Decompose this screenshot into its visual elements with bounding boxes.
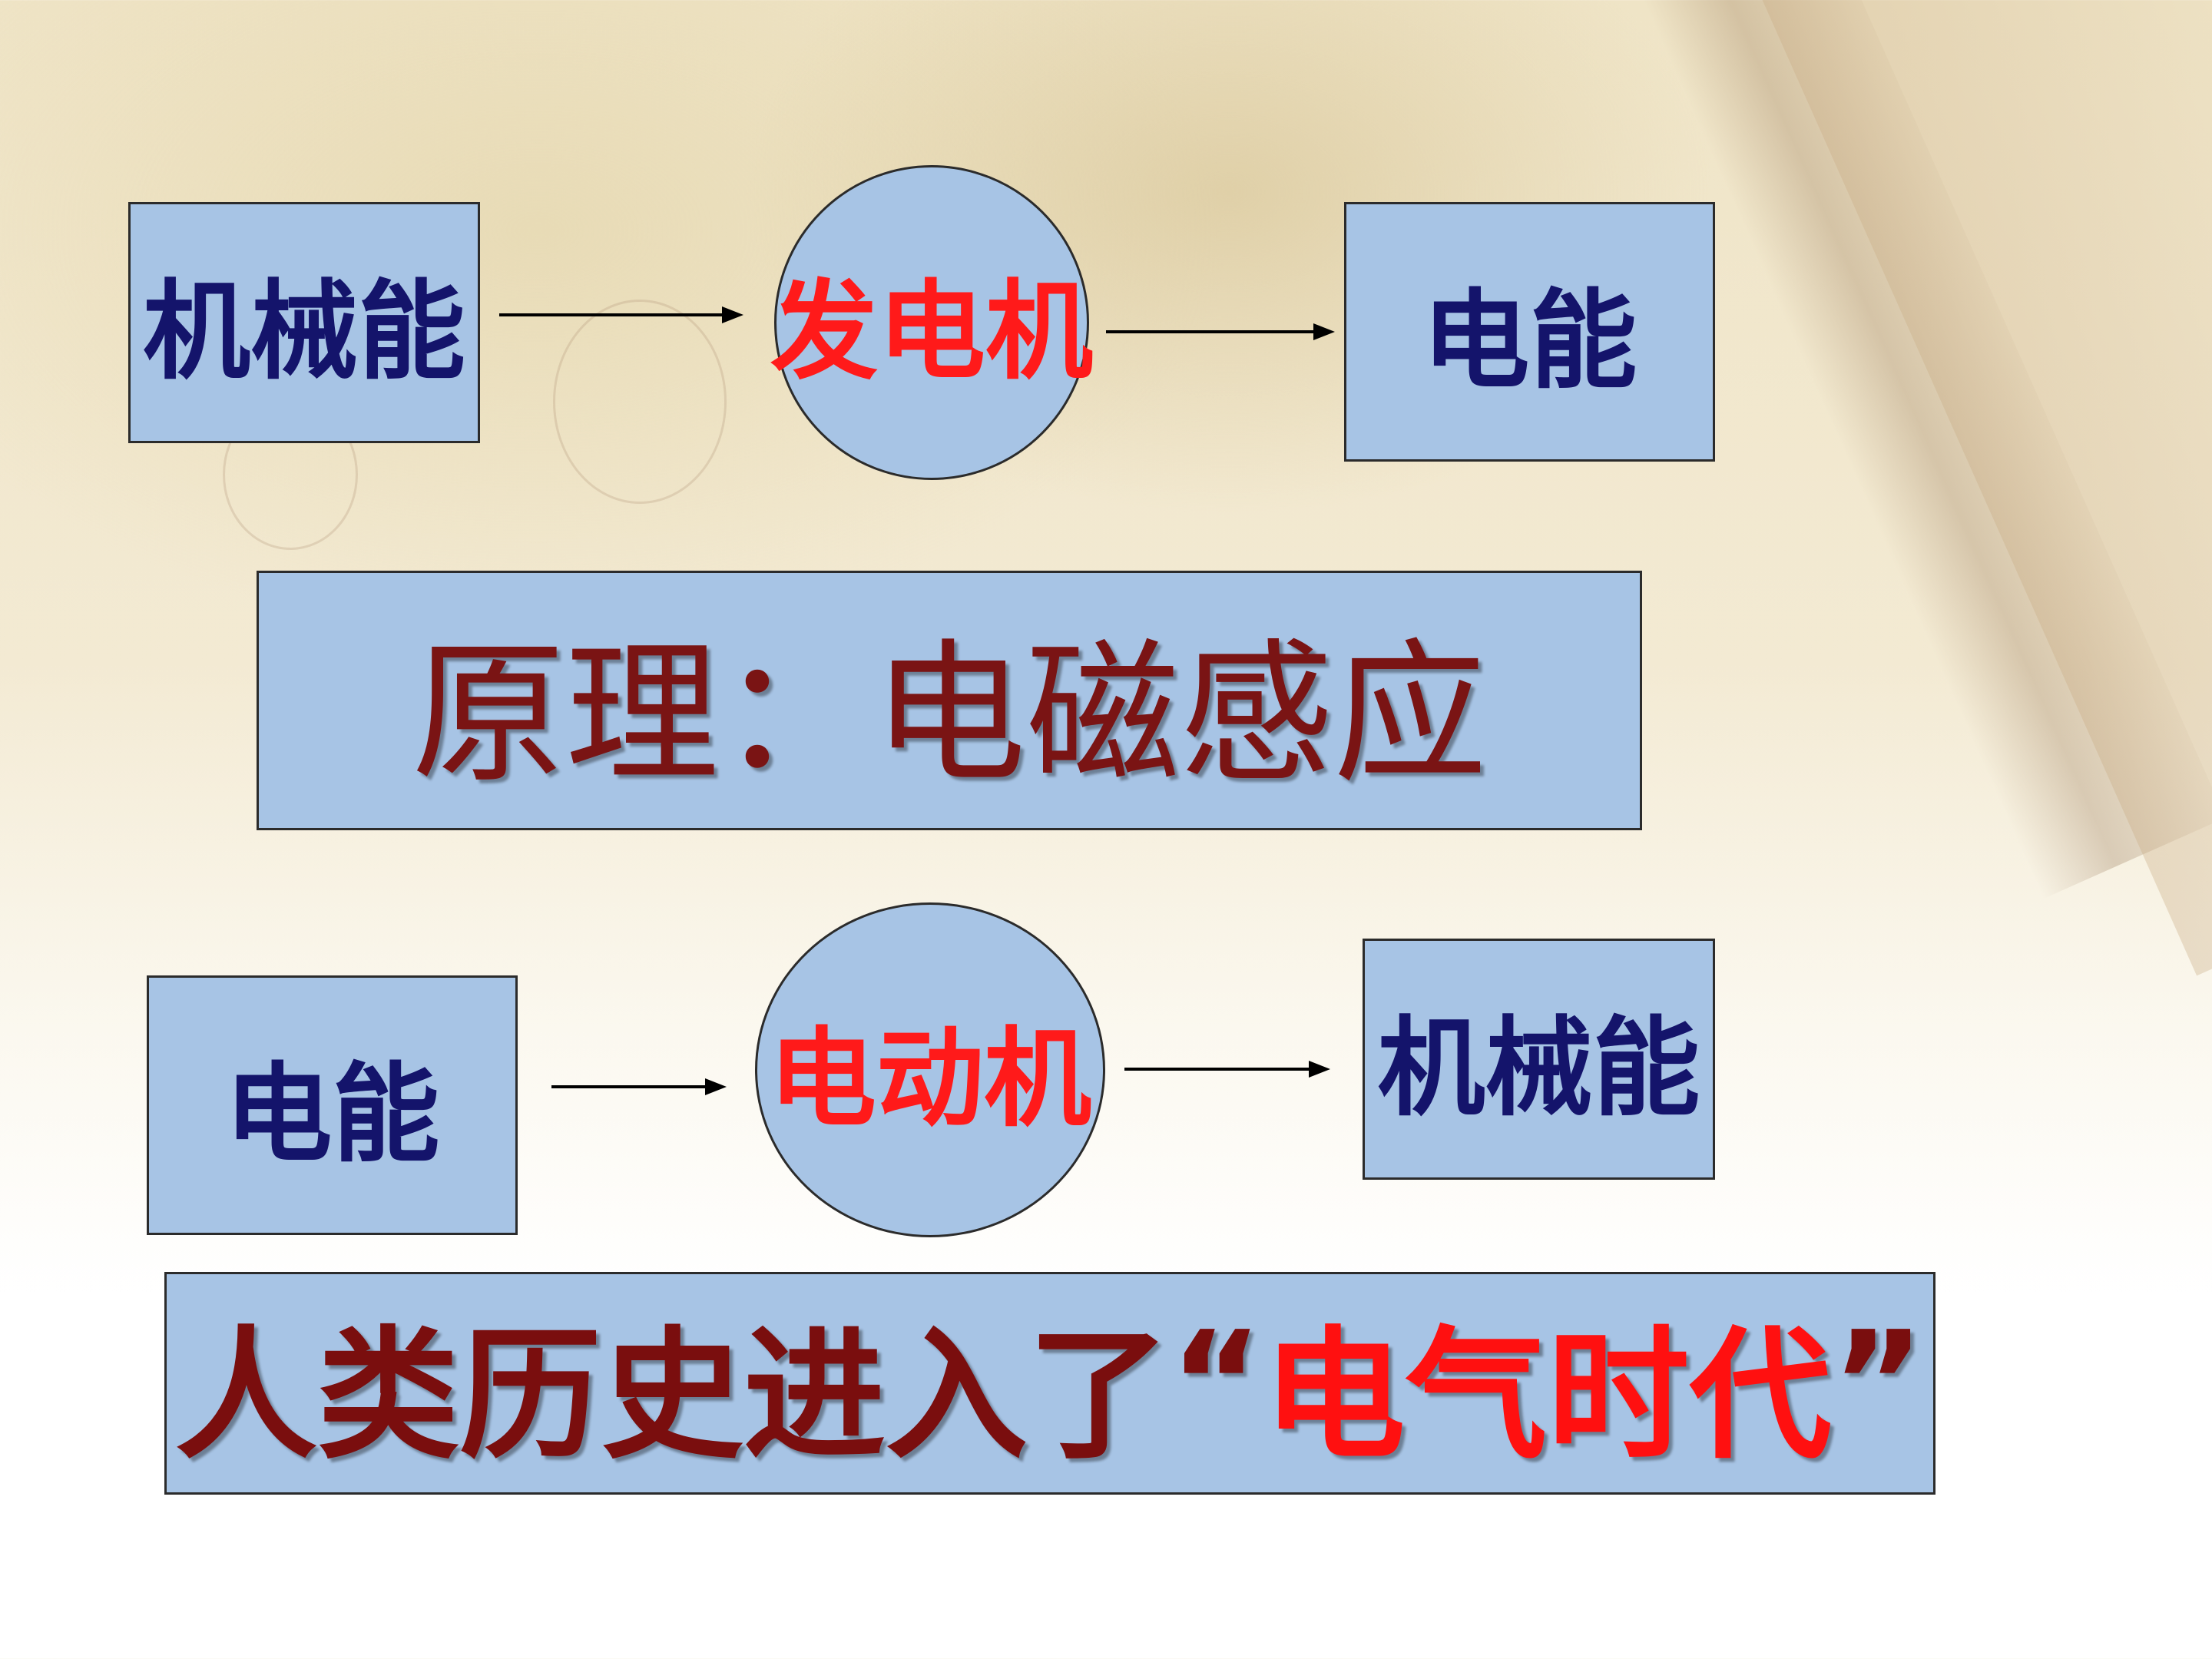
motor-circle: 电动机 [755, 902, 1105, 1237]
electric-energy-box-2: 电能 [147, 975, 518, 1235]
arrow-motor-to-mechanical [1124, 1061, 1330, 1078]
arrow-mechanical-to-generator [499, 306, 743, 323]
generator-label: 发电机 [770, 270, 1094, 395]
generator-circle: 发电机 [770, 165, 1093, 480]
electric-energy-label-2: 电能 [224, 1052, 440, 1177]
era-open-quote: “ [1169, 1300, 1263, 1466]
mechanical-energy-box-2: 机械能 [1363, 939, 1715, 1180]
arrow-generator-to-electric [1106, 323, 1335, 340]
era-prefix: 人类历史进入了 [174, 1313, 1170, 1479]
mechanical-energy-label-2: 机械能 [1377, 1006, 1700, 1131]
motor-label: 电动机 [768, 1017, 1091, 1142]
era-close-quote: ” [1831, 1300, 1926, 1466]
electric-energy-label: 电能 [1422, 279, 1637, 404]
principle-banner: 原理：电磁感应 [257, 571, 1642, 830]
era-banner: 人类历史进入了“电气时代” [164, 1272, 1936, 1495]
mechanical-energy-label: 机械能 [142, 270, 465, 395]
background-decoration [1728, 0, 2212, 976]
arrow-electric-to-motor [551, 1078, 727, 1095]
era-highlight: 电气时代 [1263, 1313, 1832, 1479]
mechanical-energy-box: 机械能 [128, 202, 480, 443]
principle-text: 原理：电磁感应 [411, 625, 1487, 804]
electric-energy-box: 电能 [1344, 202, 1715, 462]
